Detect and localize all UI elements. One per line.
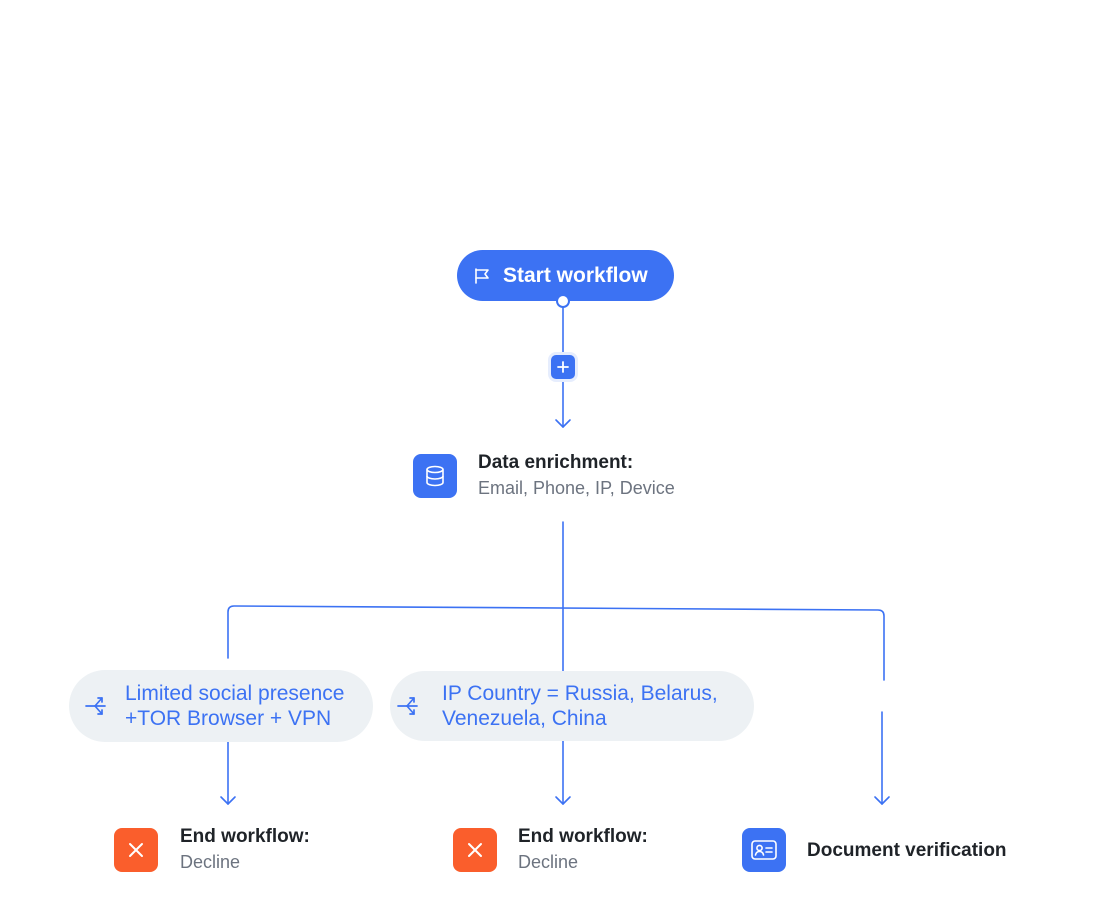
arrow-head (874, 796, 890, 805)
close-icon (127, 841, 145, 859)
start-workflow-label: Start workflow (503, 263, 648, 287)
end-workflow-title: End workflow: (180, 826, 310, 847)
condition-social-presence[interactable]: Limited social presence +TOR Browser + V… (69, 670, 373, 742)
output-port[interactable] (556, 294, 570, 308)
data-enrichment-subtitle: Email, Phone, IP, Device (478, 478, 675, 498)
close-icon (466, 841, 484, 859)
arrow-head (555, 796, 571, 805)
start-workflow-button[interactable]: Start workflow (457, 250, 674, 301)
add-step-button[interactable] (551, 355, 575, 379)
data-enrichment-title: Data enrichment: (478, 452, 634, 473)
database-icon (423, 464, 447, 488)
id-card-icon (750, 838, 778, 862)
condition-line-2: Venezuela, China (442, 707, 607, 730)
arrow-head (220, 796, 236, 805)
branch-icon (83, 694, 109, 723)
end-workflow-node[interactable] (114, 828, 158, 872)
condition-ip-country[interactable]: IP Country = Russia, Belarus, Venezuela,… (390, 671, 754, 741)
document-verification-node[interactable] (742, 828, 786, 872)
branch-split-line (227, 605, 885, 681)
condition-line-1: Limited social presence (125, 682, 345, 705)
branch-icon (395, 694, 421, 723)
end-workflow-node[interactable] (453, 828, 497, 872)
data-enrichment-node[interactable] (413, 454, 457, 498)
document-verification-title: Document verification (807, 840, 1007, 861)
end-workflow-subtitle: Decline (180, 852, 241, 872)
end-workflow-subtitle: Decline (518, 852, 579, 872)
plus-icon (557, 361, 569, 373)
flag-icon (473, 267, 491, 285)
arrow-head (555, 419, 571, 428)
condition-line-2: +TOR Browser + VPN (125, 707, 332, 730)
condition-line-1: IP Country = Russia, Belarus, (442, 682, 718, 705)
end-workflow-title: End workflow: (518, 826, 648, 847)
